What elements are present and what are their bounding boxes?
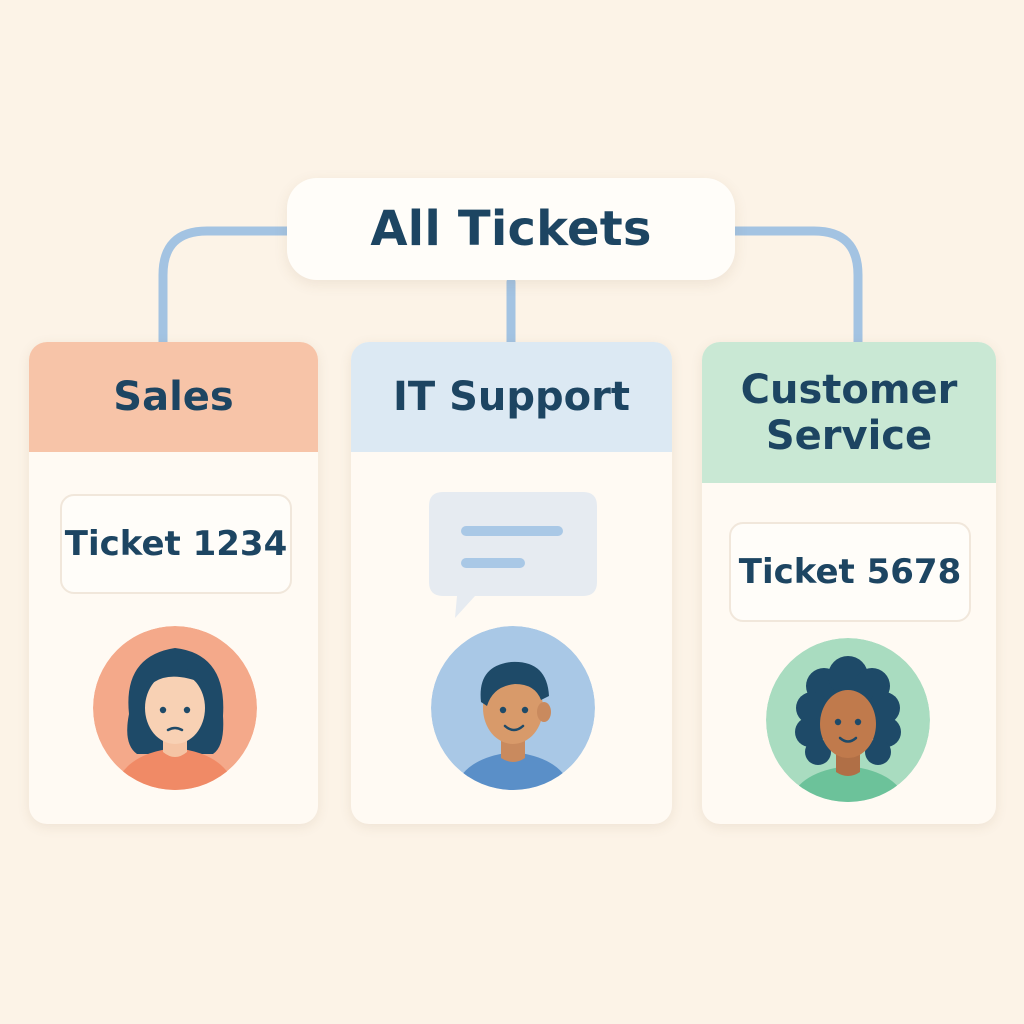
ticket-1234[interactable]: Ticket 1234 [60, 494, 292, 594]
chat-bubble-icon [429, 492, 597, 618]
ticket-5678-label: Ticket 5678 [738, 552, 962, 592]
it-support-header: IT Support [351, 342, 672, 452]
ticket-1234-label: Ticket 1234 [64, 524, 288, 564]
customer-service-header: Customer Service [702, 342, 996, 483]
woman-avatar-icon [93, 626, 257, 790]
all-tickets-title: All Tickets [370, 201, 652, 257]
connector-sales [158, 226, 295, 347]
sales-title: Sales [113, 374, 234, 420]
it-support-title: IT Support [393, 374, 630, 420]
ticket-5678[interactable]: Ticket 5678 [729, 522, 971, 622]
department-card-it-support[interactable]: IT Support [351, 342, 672, 824]
sales-header: Sales [29, 342, 318, 452]
man-avatar-icon [431, 626, 595, 790]
customer-service-title: Customer Service [740, 366, 958, 459]
curly-hair-avatar-icon [766, 638, 930, 802]
connector-customer-service [730, 226, 863, 347]
department-card-customer-service[interactable]: Customer Service Ticket 5678 [702, 342, 996, 824]
department-card-sales[interactable]: Sales Ticket 1234 [29, 342, 318, 824]
all-tickets-node[interactable]: All Tickets [287, 178, 735, 280]
